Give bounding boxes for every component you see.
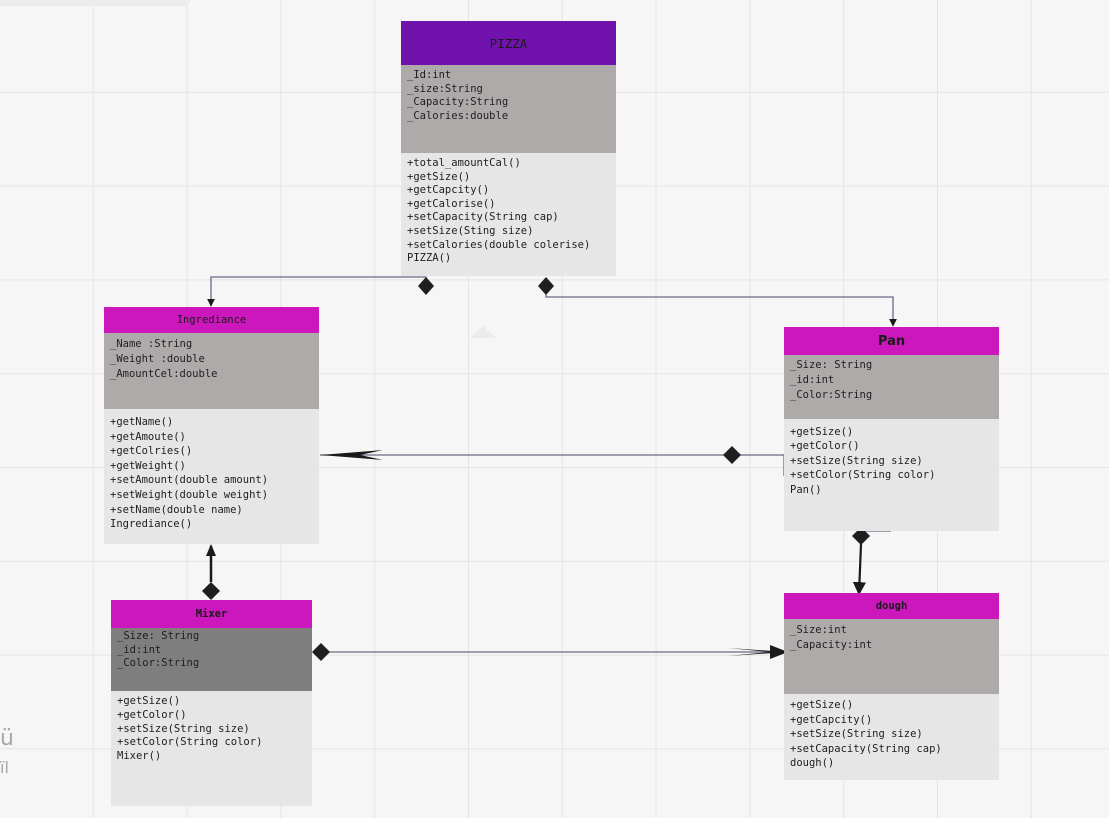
class-dough-methods: +getSize() +getCapcity() +setSize(String… bbox=[784, 694, 999, 780]
ghost-text-2: ïl bbox=[0, 758, 9, 777]
arrowhead-icon bbox=[320, 450, 383, 460]
method: +getSize() bbox=[117, 695, 181, 707]
method: +setSize(Sting size) bbox=[407, 224, 534, 237]
attribute: _Color:String bbox=[790, 389, 873, 401]
class-dough-attributes: _Size:int _Capacity:int bbox=[784, 619, 999, 694]
class-mixer-title: Mixer bbox=[195, 608, 228, 620]
class-pan-attributes: _Size: String _id:int _Color:String bbox=[784, 355, 999, 419]
class-mixer-methods: +getSize() +getColor() +setSize(String s… bbox=[111, 691, 312, 806]
class-pan-title: Pan bbox=[877, 333, 906, 349]
method: +getCapcity() bbox=[407, 184, 490, 197]
class-ingrediance-attributes: _Name :String _Weight :double _AmountCel… bbox=[104, 333, 319, 409]
method: +setName(double name) bbox=[110, 503, 243, 516]
method: Ingrediance() bbox=[110, 518, 193, 531]
diamond-icon bbox=[312, 643, 330, 661]
method: +getCalorise() bbox=[407, 197, 496, 210]
method: +setAmount(double amount) bbox=[110, 474, 269, 487]
arrowhead-icon bbox=[206, 544, 216, 556]
class-pan[interactable]: Pan _Size: String _id:int _Color:String … bbox=[784, 327, 999, 531]
diamond-icon bbox=[723, 446, 741, 464]
diamond-icon bbox=[852, 527, 870, 545]
diamond-icon bbox=[418, 277, 434, 295]
class-ingrediance[interactable]: Ingrediance _Name :String _Weight :doubl… bbox=[104, 307, 319, 544]
class-ingrediance-title: Ingrediance bbox=[176, 314, 247, 326]
class-ingrediance-header: Ingrediance bbox=[104, 307, 319, 333]
attribute: _size:String bbox=[407, 82, 483, 95]
method: +setSize(String size) bbox=[790, 728, 923, 741]
attribute: _Capacity:int bbox=[790, 639, 873, 651]
method: +getColor() bbox=[117, 708, 187, 721]
attribute: _id:int bbox=[117, 643, 162, 656]
class-pizza[interactable]: PIZZA _Id:int _size:String _Capacity:Str… bbox=[401, 21, 616, 276]
class-dough[interactable]: dough _Size:int _Capacity:int +getSize()… bbox=[784, 593, 999, 780]
method: +getColor() bbox=[790, 440, 860, 453]
class-pan-header: Pan bbox=[784, 327, 999, 355]
class-pan-methods: +getSize() +getColor() +setSize(String s… bbox=[784, 419, 999, 531]
connector-pizza-pan bbox=[545, 286, 897, 327]
attribute: _Capacity:String bbox=[407, 96, 509, 109]
method: +getSize() bbox=[790, 699, 854, 711]
attribute: _id:int bbox=[790, 374, 835, 386]
diamond-icon bbox=[202, 582, 220, 600]
method: +setColor(String color) bbox=[117, 736, 263, 749]
method: +getSize() bbox=[790, 426, 854, 438]
arrowhead-icon bbox=[728, 645, 788, 659]
method: +setCalories(double colerise) bbox=[407, 238, 591, 251]
attribute: _Size: String bbox=[790, 359, 873, 371]
class-dough-title: dough bbox=[875, 600, 908, 612]
ghost-text-1: ü bbox=[0, 726, 14, 751]
class-pizza-methods: +total_amountCal() +getSize() +getCapcit… bbox=[401, 153, 616, 276]
attribute: _Size: String bbox=[117, 630, 200, 642]
attribute: _Calories:double bbox=[407, 110, 509, 123]
method: PIZZA() bbox=[407, 252, 452, 265]
diamond-icon bbox=[538, 277, 554, 295]
method: +getCapcity() bbox=[790, 713, 873, 726]
attribute: _Id:int bbox=[407, 69, 452, 81]
class-dough-header: dough bbox=[784, 593, 999, 619]
class-ingrediance-methods: +getName() +getAmoute() +getColries() +g… bbox=[104, 409, 319, 544]
method: +setColor(String color) bbox=[790, 469, 936, 482]
method: Mixer() bbox=[117, 750, 162, 763]
method: +setCapacity(String cap) bbox=[790, 742, 942, 755]
method: +getSize() bbox=[407, 170, 471, 183]
connector-pan-ingrediance bbox=[320, 454, 785, 476]
method: +getName() bbox=[110, 416, 174, 428]
method: +setWeight(double weight) bbox=[110, 488, 269, 501]
attribute: _Weight :double bbox=[110, 352, 205, 365]
attribute: _Color:String bbox=[117, 657, 200, 670]
class-pizza-title: PIZZA bbox=[489, 35, 528, 51]
method: +getWeight() bbox=[110, 459, 186, 472]
connector-pan-dough-thick bbox=[852, 543, 867, 596]
method: +setSize(String size) bbox=[790, 454, 923, 467]
class-mixer-header: Mixer bbox=[111, 600, 312, 628]
class-mixer[interactable]: Mixer _Size: String _id:int _Color:Strin… bbox=[111, 600, 312, 806]
attribute: _AmountCel:double bbox=[110, 367, 218, 380]
method: +setSize(String size) bbox=[117, 722, 250, 735]
class-pizza-header: PIZZA bbox=[401, 21, 616, 65]
method: +getColries() bbox=[110, 445, 193, 458]
canvas-top-strip bbox=[0, 0, 190, 6]
method: dough() bbox=[790, 757, 835, 770]
method: +setCapacity(String cap) bbox=[407, 211, 559, 224]
connector-pizza-ingrediance bbox=[207, 276, 427, 307]
class-mixer-attributes: _Size: String _id:int _Color:String bbox=[111, 628, 312, 691]
caret-up-icon[interactable] bbox=[470, 326, 496, 338]
attribute: _Name :String bbox=[110, 338, 193, 350]
class-pizza-attributes: _Id:int _size:String _Capacity:String _C… bbox=[401, 65, 616, 153]
method: Pan() bbox=[790, 483, 822, 496]
attribute: _Size:int bbox=[790, 624, 847, 636]
method: +getAmoute() bbox=[110, 430, 186, 443]
method: +total_amountCal() bbox=[407, 157, 521, 169]
